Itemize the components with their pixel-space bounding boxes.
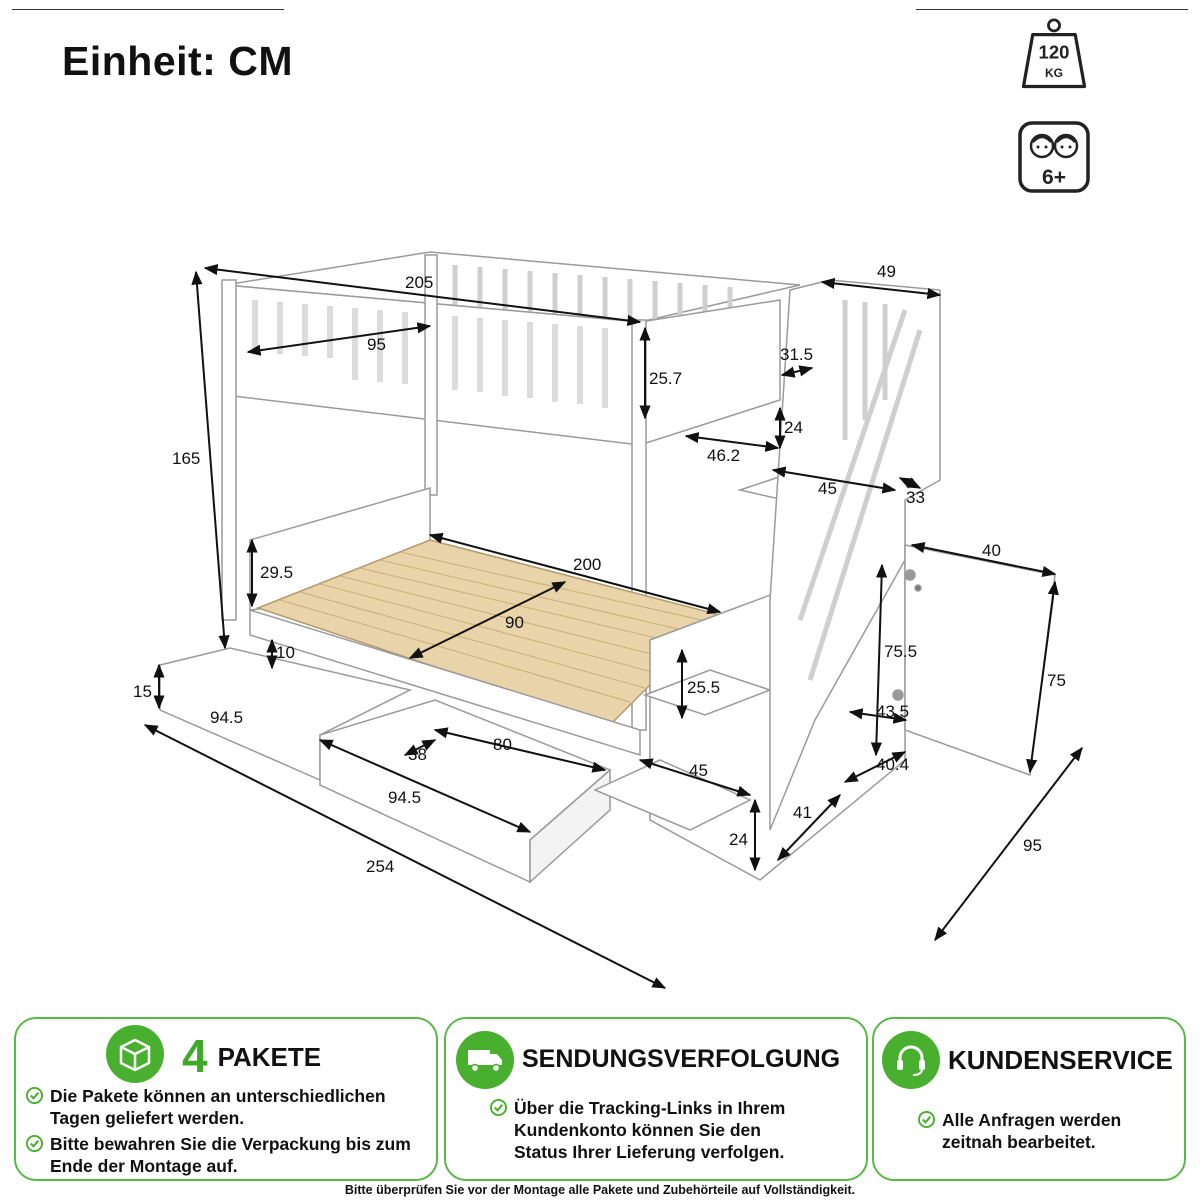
dim-guardrail-height: 25.7 [649,369,682,388]
dim-total-depth: 95 [1023,836,1042,855]
tracking-card: SENDUNGSVERFOLGUNG Über die Tracking-Lin… [444,1017,868,1181]
dim-top-length: 205 [405,273,433,292]
headset-icon [882,1031,940,1089]
dim-upper-mattress-width: 95 [367,335,386,354]
weight-unit: KG [1045,66,1063,80]
dim-rail-gap-height: 31.5 [780,345,813,364]
footer-divider-right [916,9,1188,10]
dim-lower-length: 200 [573,555,601,574]
check-icon [26,1087,43,1104]
footer-divider-left [12,9,284,10]
page-title: Einheit: CM [62,38,293,84]
age-rating-icon: 6+ [1018,121,1090,193]
dim-door-height: 75 [1047,671,1066,690]
check-icon [26,1135,43,1152]
dim-drawer-front-width: 94.5 [210,708,243,727]
age-value: 6+ [1042,166,1066,189]
dim-door-height-inner: 75.5 [884,642,917,661]
packages-count: 4 [182,1030,208,1082]
weight-capacity-icon: 120 KG [1021,18,1087,89]
dim-drawer-inner-width: 38 [408,745,427,764]
tracking-bullets: Über die Tracking-Links in Ihrem Kundenk… [490,1097,810,1167]
bullet-item: Alle Anfragen werden zeitnah bearbeitet. [918,1109,1168,1153]
dim-opening-width: 46.2 [707,446,740,465]
dim-bed-clearance: 10 [276,643,295,662]
footer-note: Bitte überprüfen Sie vor der Montage all… [344,1183,856,1197]
dim-stair-depth: 41 [793,803,812,822]
check-icon [490,1099,507,1116]
dim-cabinet-depth: 43.5 [876,702,909,721]
tracking-heading: SENDUNGSVERFOLGUNG [522,1045,841,1073]
dim-total-height: 165 [172,449,200,468]
customer-service-heading: KUNDENSERVICE [948,1045,1173,1075]
customer-service-card: KUNDENSERVICE Alle Anfragen werden zeitn… [872,1017,1186,1181]
dim-cabinet-width: 40.4 [876,755,909,774]
weight-value: 120 [1039,42,1070,63]
bunk-bed-drawing: 205 49 95 25.7 31.5 24 46.2 165 45 33 29… [133,251,1083,989]
bed-frame [159,251,1056,884]
dim-step-width-top: 45 [818,479,837,498]
check-icon [918,1111,935,1128]
dimension-labels: 205 49 95 25.7 31.5 24 46.2 165 45 33 29… [133,262,1066,876]
bullet-item: Bitte bewahren Sie die Verpackung bis zu… [26,1133,430,1177]
dimension-lines [143,263,1083,989]
bullet-item: Die Pakete können an unterschiedlichen T… [26,1085,430,1129]
bullet-item: Über die Tracking-Links in Ihrem Kundenk… [490,1097,810,1163]
dim-step-depth-top: 33 [906,488,925,507]
dim-total-length: 254 [366,857,394,876]
dim-rail-gap-bottom: 24 [784,418,803,437]
delivery-truck-icon [456,1031,514,1089]
dim-step-height: 25.5 [687,678,720,697]
packages-bullets: Die Pakete können an unterschiedlichen T… [26,1085,430,1181]
dim-lower-mattress-width: 90 [505,613,524,632]
dim-drawer-front-width-2: 94.5 [388,788,421,807]
customer-service-bullets: Alle Anfragen werden zeitnah bearbeitet. [918,1109,1168,1157]
dim-step-height-bottom: 24 [729,830,748,849]
dim-stair-top-width: 49 [877,262,896,281]
dim-step-width-bottom: 45 [689,761,708,780]
dim-drawer-height: 15 [133,682,152,701]
dim-door-width: 40 [982,541,1001,560]
dim-drawer-depth: 80 [493,735,512,754]
dim-headboard-height: 29.5 [260,563,293,582]
package-icon [106,1025,164,1083]
